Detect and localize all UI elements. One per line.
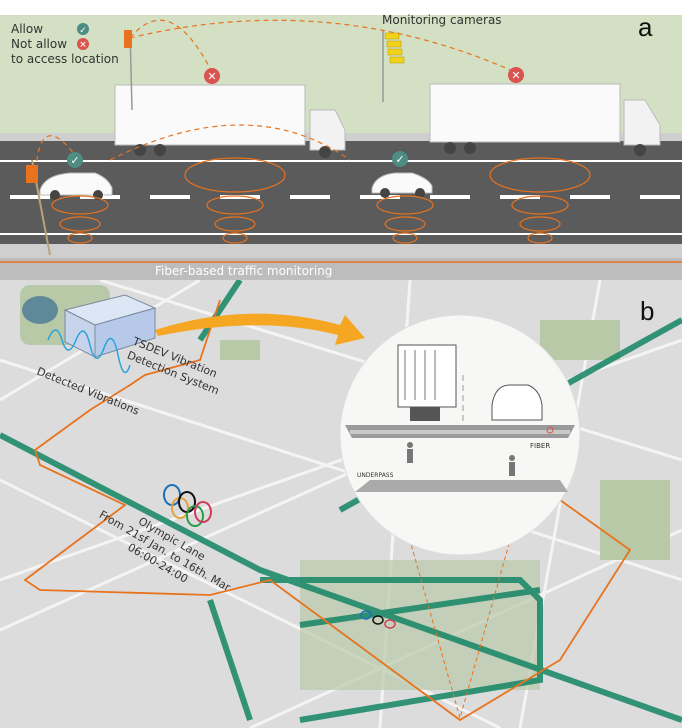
deny-icon: ✕ xyxy=(204,68,220,84)
deny-icon: ✕ xyxy=(508,67,524,83)
fiber-cable-route xyxy=(23,299,632,722)
panel-a-road-monitoring: Fiber-based traffic monitoring ✕ ✕ ✓ xyxy=(0,0,682,280)
phone-icon xyxy=(124,30,132,48)
svg-text:✕: ✕ xyxy=(79,40,87,50)
camera-icon xyxy=(384,32,405,64)
panel-letter-b: b xyxy=(640,296,654,326)
allow-icon: ✓ xyxy=(77,23,89,35)
svg-text:✓: ✓ xyxy=(79,25,87,35)
underpass-inset: FIBER UNDERPASS xyxy=(339,314,581,556)
car-left xyxy=(39,172,113,200)
svg-text:✕: ✕ xyxy=(511,70,520,82)
panel-b-city-map: TSDEV Vibration Detection System Detecte… xyxy=(0,280,682,728)
olympic-rings-icon xyxy=(163,484,212,527)
lane-markings xyxy=(0,160,682,235)
panel-letter-a: a xyxy=(638,12,653,42)
cameras-label: Monitoring cameras xyxy=(382,13,502,27)
legend-not-allow: Not allow xyxy=(11,37,67,51)
car-right xyxy=(371,172,433,198)
legend-not-allow-2: to access location xyxy=(11,52,119,66)
fiber-label: FIBER xyxy=(530,442,550,450)
fiber-monitoring-label: Fiber-based traffic monitoring xyxy=(155,264,332,278)
pedestrian-icon xyxy=(407,442,515,476)
location-request-arcs xyxy=(35,19,516,171)
truck-left xyxy=(114,84,346,158)
vibration-wave xyxy=(47,329,131,374)
phone-icon xyxy=(26,165,38,183)
underpass-label: UNDERPASS xyxy=(357,472,394,479)
vibration-rings xyxy=(51,157,591,244)
data-flow-arrow xyxy=(155,313,365,345)
legend-allow: Allow xyxy=(11,22,43,36)
svg-text:✕: ✕ xyxy=(207,71,216,83)
svg-text:✓: ✓ xyxy=(395,154,404,166)
allow-icon: ✓ xyxy=(67,152,83,168)
truck-right xyxy=(429,83,661,156)
zoom-cone-lines xyxy=(399,504,521,720)
svg-text:✓: ✓ xyxy=(70,155,79,167)
deny-icon: ✕ xyxy=(77,38,89,50)
olympic-rings-small-icon xyxy=(360,610,396,629)
allow-icon: ✓ xyxy=(392,151,408,167)
